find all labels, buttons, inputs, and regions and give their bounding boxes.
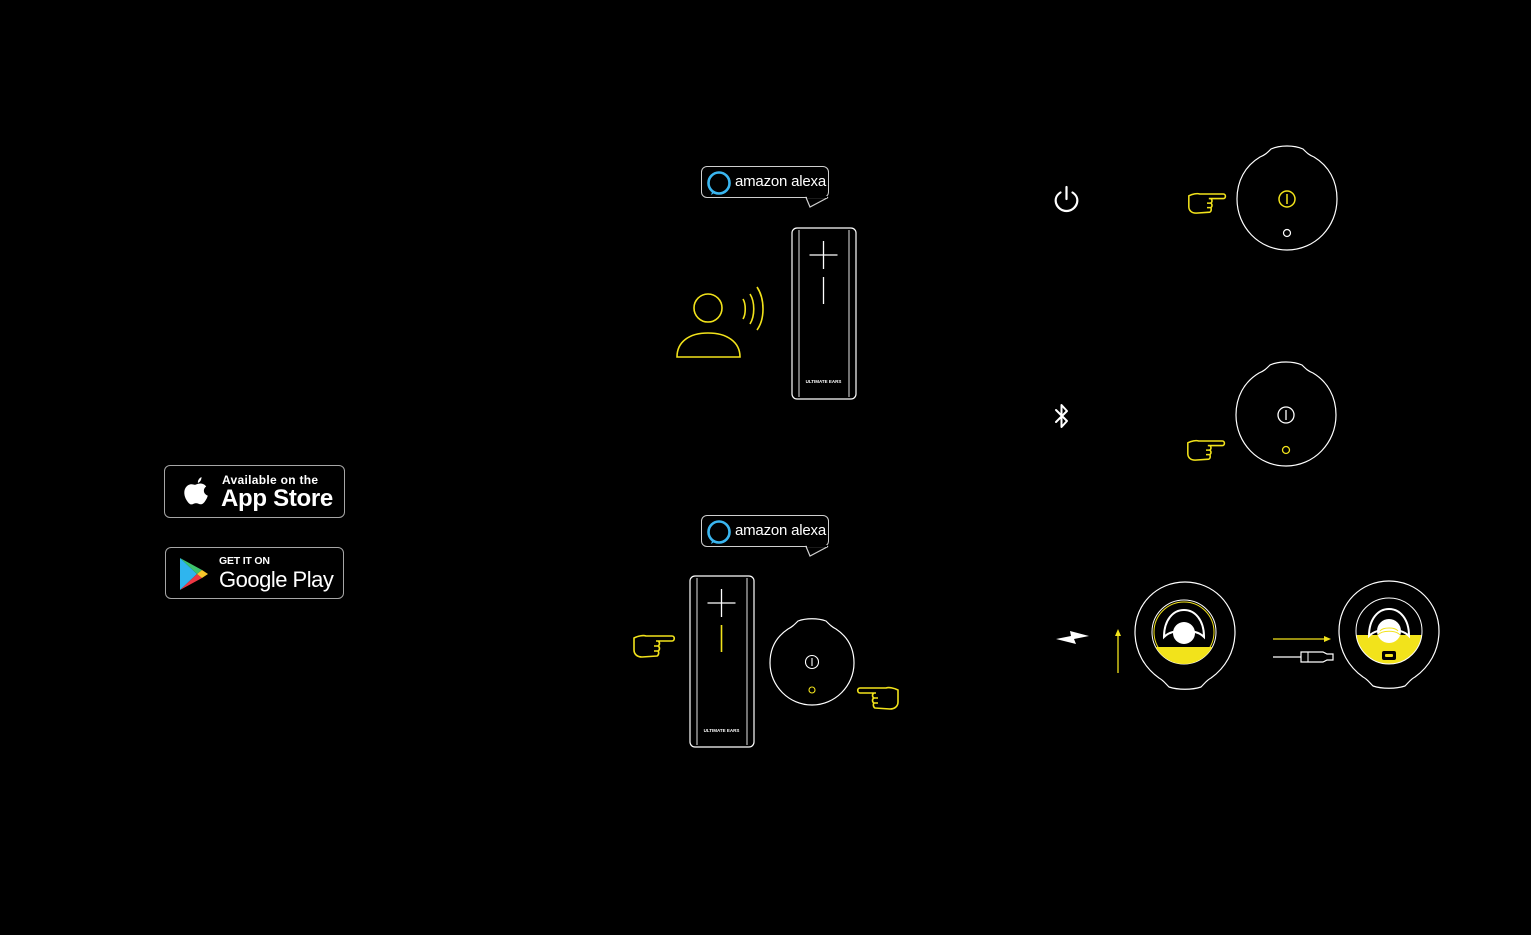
alexa-label: amazon alexa	[735, 522, 826, 539]
speaker-bottom-view-charging	[1133, 580, 1237, 690]
alexa-bubble-bottom: amazon alexa	[701, 515, 829, 547]
bluetooth-icon	[1053, 402, 1071, 430]
speaker-brand-label: ULTIMATE EARS	[704, 728, 740, 733]
google-play-badge[interactable]: GET IT ON Google Play	[165, 547, 344, 599]
alexa-ring-icon	[706, 519, 732, 545]
speaker-top-view	[768, 617, 856, 707]
google-play-small-label: GET IT ON	[219, 555, 270, 567]
alexa-bubble-top: amazon alexa	[701, 166, 829, 198]
google-play-big-label: Google Play	[219, 567, 333, 593]
bubble-tail	[806, 197, 830, 209]
alexa-label: amazon alexa	[735, 173, 826, 190]
bubble-tail	[806, 546, 830, 558]
pointing-hand-icon	[632, 632, 676, 662]
speaker-front-view: ULTIMATE EARS	[790, 227, 858, 400]
cable-arrow-icon	[1271, 630, 1335, 664]
speaker-front-view-bottom: ULTIMATE EARS	[688, 575, 756, 748]
person-speaking-icon	[672, 284, 772, 362]
app-store-big-label: App Store	[221, 485, 333, 513]
google-play-icon	[177, 557, 211, 591]
apple-icon	[180, 475, 212, 509]
pointing-hand-left-icon	[856, 684, 900, 714]
arrow-up-icon	[1112, 628, 1124, 674]
speaker-top-view-power	[1235, 144, 1339, 254]
alexa-ring-icon	[706, 170, 732, 196]
pointing-hand-icon	[1187, 190, 1227, 218]
speaker-bottom-view-plugged	[1337, 579, 1443, 689]
pointing-hand-icon	[1186, 437, 1226, 465]
speaker-top-view-bluetooth	[1234, 360, 1338, 470]
lightning-icon	[1055, 628, 1091, 646]
power-icon	[1053, 185, 1080, 213]
speaker-brand-label: ULTIMATE EARS	[806, 379, 842, 384]
app-store-badge[interactable]: Available on the App Store	[164, 465, 345, 518]
